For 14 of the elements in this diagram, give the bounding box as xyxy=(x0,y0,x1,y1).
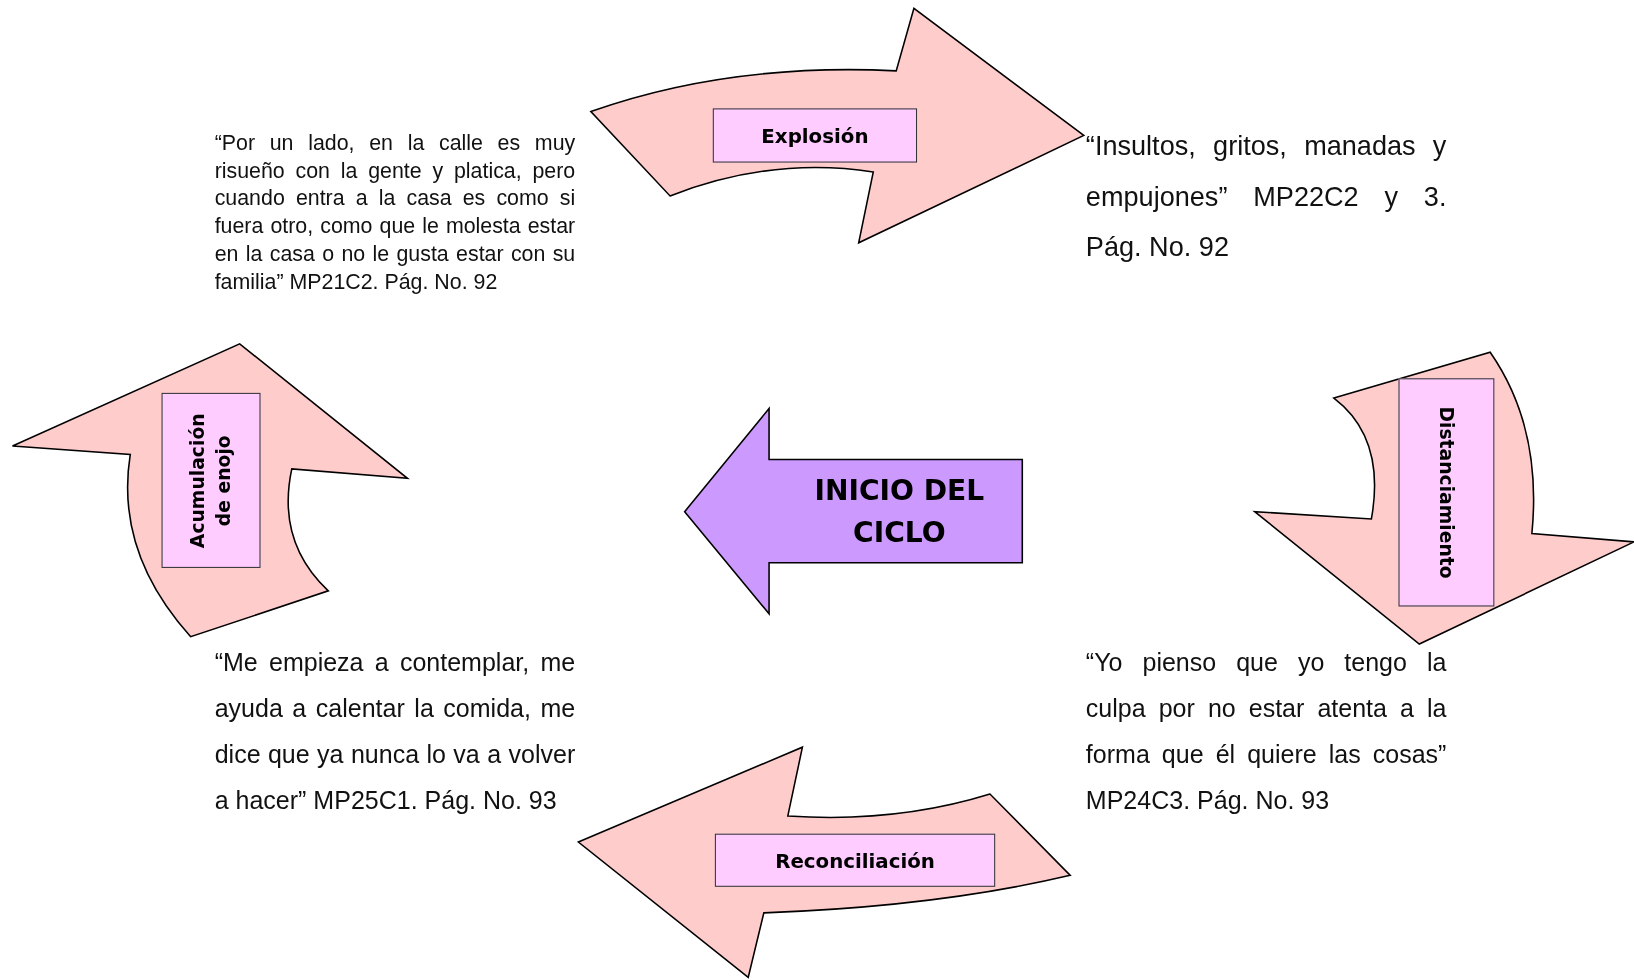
stage-label-box: Explosión xyxy=(712,108,918,163)
arrow-label: INICIO DEL CICLO xyxy=(813,472,986,550)
curved-arrow-shape xyxy=(576,745,1073,980)
quote-text: “Insultos, gritos, manadas y empujones” MP22C2 y 3. Pág. No. 92 xyxy=(1085,129,1447,265)
arrow-shape xyxy=(682,406,1025,616)
quote-text: “Me empieza a contemplar, me ayuda a calentar la comida, me dice que ya nunca lo va a volver a hacer” MP25C1. Pág. No. 93 xyxy=(214,647,576,816)
stage-label-box: Reconciliación xyxy=(714,833,996,887)
curved-arrow-shape xyxy=(1252,350,1634,647)
curved-arrow-shape xyxy=(588,6,1087,246)
stage-label-box: Distanciamiento xyxy=(1398,378,1495,607)
stage-label-box: Acumulación de enojo xyxy=(161,392,261,568)
quote-text: “Yo pienso que yo tengo la culpa por no estar atenta a la forma que él quiere las cosas” MP24C3. Pág. No. 93 xyxy=(1085,647,1447,816)
curved-arrow-shape xyxy=(10,341,411,640)
quote-text: “Por un lado, en la calle es muy risueño con la gente y platica, pero cuando entra a la casa es como si fuera otro, como que le molesta estar en la casa o no le gusta estar con su familia” MP21C2. Pág. No. 92 xyxy=(214,129,576,295)
